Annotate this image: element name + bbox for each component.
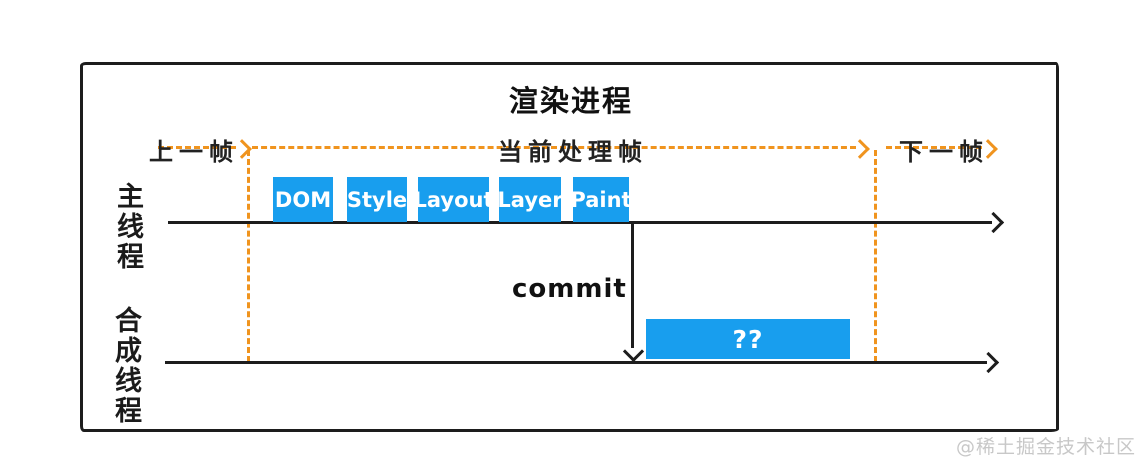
diagram-border bbox=[80, 62, 1059, 432]
frame-boundary-right-line bbox=[874, 150, 877, 362]
commit-arrow-line bbox=[631, 224, 634, 348]
stage-box-paint: Paint bbox=[570, 177, 632, 222]
next-frame-label: 下一帧 bbox=[899, 138, 989, 166]
current-frame-dash-line bbox=[252, 146, 856, 149]
diagram-title: 渲染进程 bbox=[508, 84, 633, 118]
compositor-thread-label: 合成线程 bbox=[110, 306, 141, 426]
stage-box-dom: DOM bbox=[273, 177, 333, 222]
watermark: @稀土掘金技术社区 bbox=[955, 436, 1136, 458]
main-thread-label: 主线程 bbox=[112, 182, 143, 272]
stage-box-layout: Layout bbox=[414, 177, 494, 222]
next-frame-dash-line bbox=[886, 146, 982, 149]
commit-label: commit bbox=[512, 274, 627, 304]
stage-box-layer: Layer bbox=[497, 177, 563, 222]
stage-box-style: Style bbox=[347, 177, 407, 222]
compositor-unknown-box: ?? bbox=[646, 319, 850, 359]
compositor-thread-timeline bbox=[165, 361, 987, 364]
frame-boundary-left-line bbox=[247, 150, 250, 362]
main-thread-timeline bbox=[168, 221, 992, 224]
prev-frame-dash-line bbox=[158, 146, 236, 149]
prev-frame-label: 上一帧 bbox=[149, 138, 239, 166]
current-frame-label: 当前处理帧 bbox=[498, 138, 648, 166]
